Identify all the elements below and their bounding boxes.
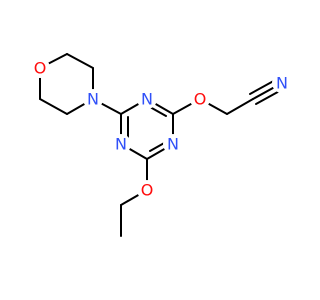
molecule-structure: N N N N O O N O bbox=[30, 53, 292, 237]
atom-morpholine-o: O bbox=[34, 59, 47, 78]
bond-morph-ca-cb bbox=[66, 53, 94, 69]
atom-labels: N N N N O O N O bbox=[30, 58, 292, 200]
atom-ring-n-top: N bbox=[141, 90, 153, 109]
atom-nitrile-n: N bbox=[276, 74, 288, 93]
atom-ring-n-left: N bbox=[115, 135, 127, 154]
atom-ethoxy-o: O bbox=[141, 181, 154, 200]
atom-ether-o: O bbox=[194, 90, 207, 109]
atom-ring-n-right: N bbox=[167, 135, 179, 154]
atom-morpholine-n: N bbox=[87, 90, 99, 109]
bonds bbox=[39, 53, 286, 237]
bond-ring-double-1 bbox=[149, 106, 167, 117]
bond-ch2-cn-c bbox=[226, 98, 254, 115]
bond-morph-cc-cd bbox=[39, 98, 68, 115]
